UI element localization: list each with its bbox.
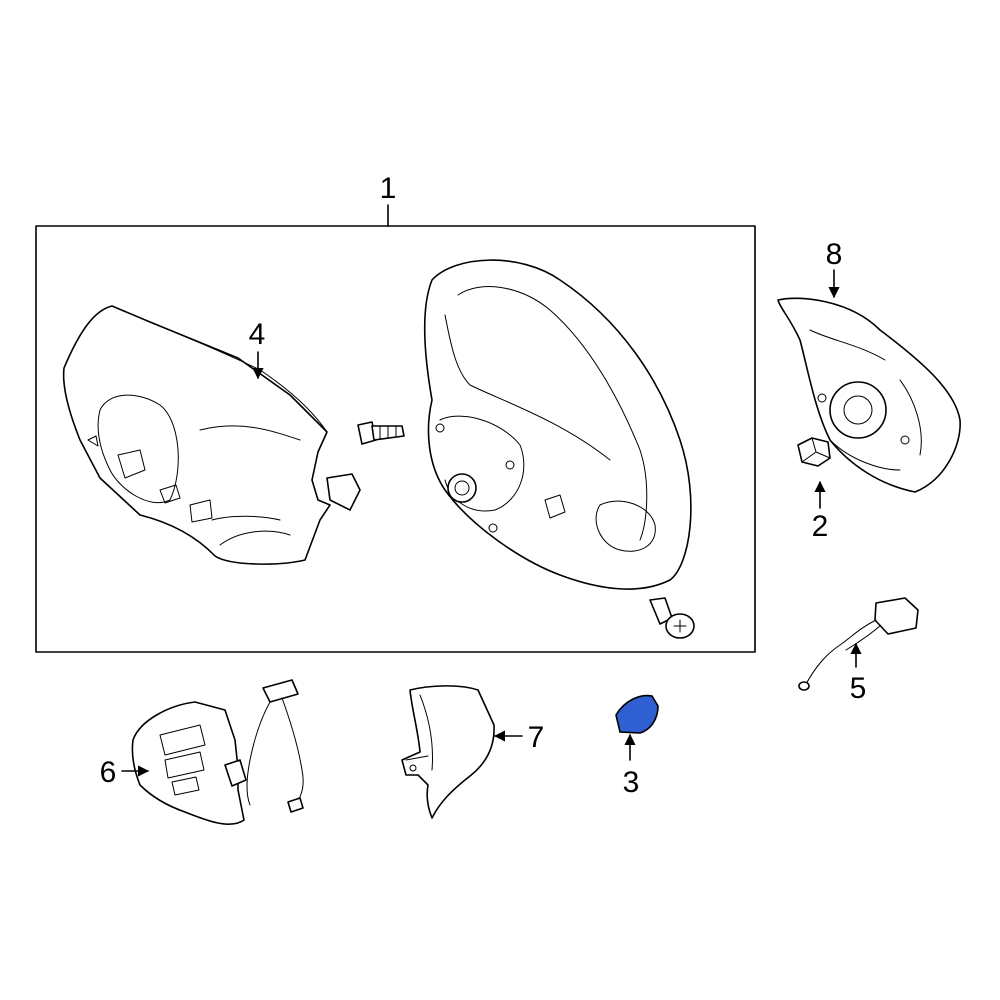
callout-7: 7 (528, 721, 545, 754)
steering-wheel-part[interactable] (423, 259, 692, 590)
callout-8: 8 (826, 238, 843, 271)
callout-6: 6 (100, 756, 117, 789)
column-cover-part[interactable] (62, 305, 361, 565)
callout-4: 4 (249, 318, 266, 351)
callout-2: 2 (812, 510, 829, 543)
harness-part[interactable] (798, 597, 919, 691)
switch-assembly-part[interactable] (131, 679, 304, 825)
bolt-part[interactable] (357, 421, 405, 445)
screw-part[interactable] (649, 597, 695, 639)
assembly-box (35, 204, 756, 653)
callout-1: 1 (380, 172, 397, 205)
nut-part[interactable] (797, 437, 831, 467)
leader-lines (121, 269, 862, 777)
callout-3: 3 (623, 766, 640, 799)
airbag-module-part[interactable] (777, 297, 961, 493)
bezel-part[interactable] (401, 685, 495, 819)
callout-5: 5 (850, 672, 867, 705)
cap-part[interactable] (615, 694, 659, 734)
